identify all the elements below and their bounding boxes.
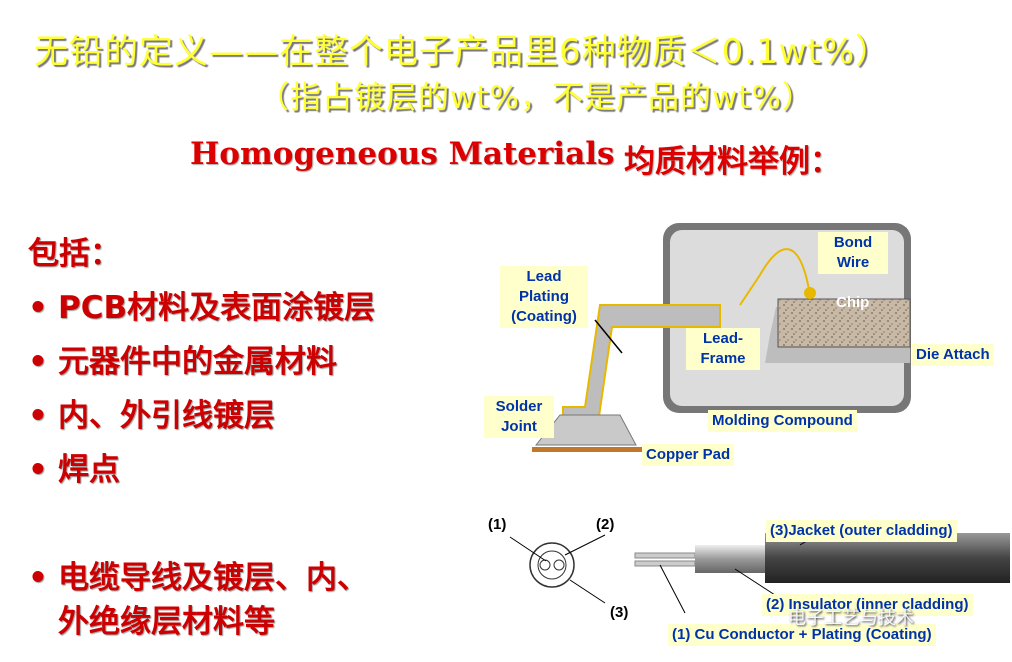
pointer-line bbox=[564, 534, 606, 556]
subtitle-english: Homogeneous Materials bbox=[190, 136, 615, 172]
jacket-label: (3)Jacket (outer cladding) bbox=[766, 520, 957, 542]
list-item-text: 内、外引线镀层 bbox=[58, 398, 275, 434]
cu-conductor bbox=[634, 560, 696, 567]
conductor-label: (1) Cu Conductor + Plating (Coating) bbox=[668, 624, 936, 646]
list-item-text: PCB材料及表面涂镀层 bbox=[58, 290, 376, 326]
bullet: • bbox=[28, 290, 48, 326]
pointer-line bbox=[509, 536, 547, 562]
title-line-1: 无铅的定义——在整个电子产品里6种物质＜0.1wt%） bbox=[34, 32, 891, 72]
pointer-line bbox=[569, 579, 606, 604]
pointer-line bbox=[659, 564, 686, 614]
list-item-text: 电缆导线及镀层、内、 bbox=[58, 560, 368, 596]
list-item: • 焊点 bbox=[28, 444, 120, 489]
list-item: • 电缆导线及镀层、内、 bbox=[28, 552, 368, 597]
cu-conductor bbox=[634, 552, 696, 559]
pointer-line bbox=[734, 568, 776, 596]
subtitle-chinese: 均质材料举例： bbox=[624, 144, 841, 180]
insulator-label: (2) Insulator (inner cladding) bbox=[762, 594, 973, 616]
bullet: • bbox=[28, 344, 48, 380]
chip bbox=[777, 298, 911, 348]
list-item-text: 元器件中的金属材料 bbox=[58, 344, 337, 380]
list-item-text: 焊点 bbox=[58, 452, 120, 488]
bond-wire bbox=[739, 248, 811, 306]
cable-label-2: (2) bbox=[596, 516, 615, 533]
list-item-continuation: 外绝缘层材料等 bbox=[58, 604, 275, 640]
bond-ball bbox=[804, 287, 816, 299]
cable-label-1: (1) bbox=[488, 516, 507, 533]
lead-frame-label: Lead-Frame bbox=[686, 328, 760, 370]
cable-label-3: (3) bbox=[610, 604, 629, 621]
copper-pad bbox=[532, 447, 642, 452]
conductor-1 bbox=[539, 559, 551, 571]
list-item: • 元器件中的金属材料 bbox=[28, 336, 337, 381]
pointer-line bbox=[594, 319, 623, 354]
inner-insulator-ring bbox=[537, 550, 567, 580]
bullet: • bbox=[28, 452, 48, 488]
conductor-2 bbox=[553, 559, 565, 571]
list-item: • PCB材料及表面涂镀层 bbox=[28, 282, 375, 327]
title-line-2: （指占镀层的wt%，不是产品的wt%） bbox=[258, 80, 814, 116]
copper-pad-label: Copper Pad bbox=[642, 444, 735, 466]
bullet: • bbox=[28, 560, 48, 596]
list-item: • 内、外引线镀层 bbox=[28, 390, 275, 435]
bullet: • bbox=[28, 398, 48, 434]
list-heading: 包括： bbox=[28, 236, 121, 272]
molding-compound-label: Molding Compound bbox=[708, 410, 857, 432]
die-attach-label: Die Attach bbox=[912, 344, 994, 366]
chip-label: Chip bbox=[836, 294, 870, 311]
insulator bbox=[695, 545, 765, 573]
watermark: 电子工艺与技术 bbox=[788, 608, 914, 629]
